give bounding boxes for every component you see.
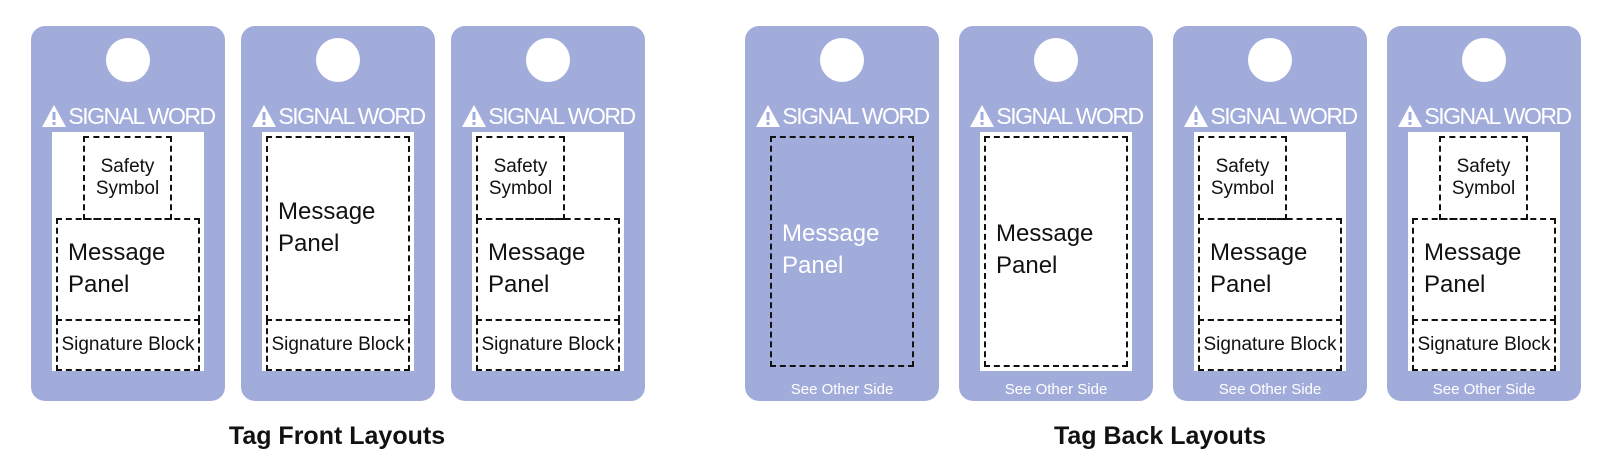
- signature-block-box: Signature Block: [1412, 319, 1556, 371]
- message-panel-box: Message Panel: [266, 136, 410, 321]
- safety-symbol-box: Safety Symbol: [1439, 136, 1528, 220]
- warning-triangle-icon: [1398, 105, 1423, 127]
- message-panel-label: Message Panel: [1424, 239, 1522, 298]
- signal-word: SIGNAL WORD: [782, 102, 930, 129]
- tag-back-3: SIGNAL WORD Safety Symbol Message Panel …: [1173, 26, 1367, 401]
- message-panel-label: Message Panel: [278, 198, 376, 257]
- tag-front-3: SIGNAL WORD Safety Symbol Message Panel …: [451, 26, 645, 401]
- message-panel-box: Message Panel: [56, 218, 200, 321]
- signal-word: SIGNAL WORD: [278, 102, 426, 129]
- safety-symbol-box: Safety Symbol: [83, 136, 172, 220]
- message-panel-box: Message Panel: [984, 136, 1128, 367]
- message-panel-label: Message Panel: [488, 239, 586, 298]
- warning-triangle-icon: [970, 105, 995, 127]
- signal-word-header: SIGNAL WORD: [959, 101, 1153, 131]
- tag-back-1: SIGNAL WORD Message Panel See Other Side: [745, 26, 939, 401]
- tag-back-2: SIGNAL WORD Message Panel See Other Side: [959, 26, 1153, 401]
- warning-triangle-icon: [252, 105, 277, 127]
- safety-symbol-box: Safety Symbol: [1198, 136, 1287, 220]
- signature-block-box: Signature Block: [1198, 319, 1342, 371]
- tag-hole: [526, 38, 570, 82]
- message-panel-label: Message Panel: [1210, 239, 1308, 298]
- tag-panel: Safety Symbol Message Panel Signature Bl…: [1408, 132, 1560, 371]
- back-layouts-caption: Tag Back Layouts: [1053, 422, 1267, 450]
- signal-word-header: SIGNAL WORD: [1173, 101, 1367, 131]
- front-layouts-caption: Tag Front Layouts: [228, 422, 446, 450]
- tag-hole: [820, 38, 864, 82]
- message-panel-box: Message Panel: [1412, 218, 1556, 321]
- tag-panel: Message Panel: [766, 132, 918, 371]
- signal-word: SIGNAL WORD: [1424, 102, 1572, 129]
- safety-symbol-box: Safety Symbol: [476, 136, 565, 220]
- signature-block-box: Signature Block: [266, 319, 410, 371]
- warning-triangle-icon: [462, 105, 487, 127]
- warning-triangle-icon: [1184, 105, 1209, 127]
- signal-word-header: SIGNAL WORD: [1387, 101, 1581, 131]
- tag-panel: Message Panel Signature Block: [262, 132, 414, 371]
- tag-hole: [1248, 38, 1292, 82]
- signal-word-header: SIGNAL WORD: [31, 101, 225, 131]
- tag-panel: Safety Symbol Message Panel Signature Bl…: [52, 132, 204, 371]
- signal-word: SIGNAL WORD: [68, 102, 216, 129]
- signal-word-header: SIGNAL WORD: [241, 101, 435, 131]
- message-panel-box: Message Panel: [1198, 218, 1342, 321]
- signature-block-box: Signature Block: [476, 319, 620, 371]
- message-panel-box: Message Panel: [476, 218, 620, 321]
- signature-block-box: Signature Block: [56, 319, 200, 371]
- warning-triangle-icon: [42, 105, 67, 127]
- signal-word-header: SIGNAL WORD: [451, 101, 645, 131]
- see-other-side-label: See Other Side: [1432, 381, 1536, 398]
- signal-word-header: SIGNAL WORD: [745, 101, 939, 131]
- tag-panel: Safety Symbol Message Panel Signature Bl…: [472, 132, 624, 371]
- signal-word: SIGNAL WORD: [488, 102, 636, 129]
- signal-word: SIGNAL WORD: [1210, 102, 1358, 129]
- tag-panel: Message Panel: [980, 132, 1132, 371]
- tag-hole: [1034, 38, 1078, 82]
- warning-triangle-icon: [756, 105, 781, 127]
- message-panel-label: Message Panel: [68, 239, 166, 298]
- see-other-side-label: See Other Side: [1218, 381, 1322, 398]
- tag-panel: Safety Symbol Message Panel Signature Bl…: [1194, 132, 1346, 371]
- tag-hole: [316, 38, 360, 82]
- tag-hole: [106, 38, 150, 82]
- tag-front-2: SIGNAL WORD Message Panel Signature Bloc…: [241, 26, 435, 401]
- tag-hole: [1462, 38, 1506, 82]
- see-other-side-label: See Other Side: [1004, 381, 1108, 398]
- message-panel-label: Message Panel: [782, 220, 880, 279]
- tag-front-1: SIGNAL WORD Safety Symbol Message Panel …: [31, 26, 225, 401]
- see-other-side-label: See Other Side: [790, 381, 894, 398]
- tag-back-4: SIGNAL WORD Safety Symbol Message Panel …: [1387, 26, 1581, 401]
- message-panel-label: Message Panel: [996, 220, 1094, 279]
- signal-word: SIGNAL WORD: [996, 102, 1144, 129]
- message-panel-box: Message Panel: [770, 136, 914, 367]
